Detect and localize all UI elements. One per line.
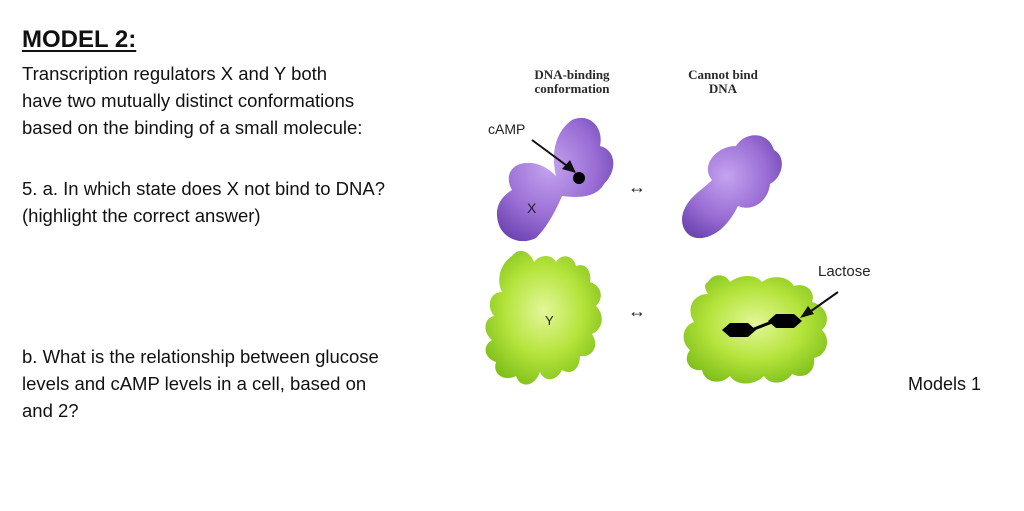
question-b-line: levels and cAMP levels in a cell, based … — [22, 373, 367, 394]
question-5a-line: (highlight the correct answer) — [22, 205, 261, 226]
question-b-line: and 2? — [22, 400, 79, 421]
lactose-label: Lactose — [818, 263, 871, 280]
camp-label: cAMP — [488, 121, 526, 137]
equilibrium-arrow-y: ↔ — [628, 301, 646, 321]
cannot-bind-header: Cannot bind DNA — [668, 68, 778, 96]
x-label: X — [527, 200, 537, 216]
lactose-ring-right — [768, 314, 802, 328]
question-b: b. What is the relationship between gluc… — [22, 343, 379, 424]
intro-paragraph: Transcription regulators X and Y both ha… — [22, 60, 362, 141]
lactose-pointer-arrowhead — [800, 306, 814, 318]
lactose-ring-left — [722, 323, 756, 337]
question-5a: 5. a. In which state does X not bind to … — [22, 175, 385, 229]
question-b-line: b. What is the relationship between gluc… — [22, 346, 379, 367]
intro-line: have two mutually distinct conformations — [22, 90, 355, 111]
regulator-y-bound-shape — [485, 250, 602, 385]
y-label: Y — [545, 313, 554, 328]
regulator-x-bound-shape — [496, 117, 614, 242]
models-side-note: Models 1 — [908, 374, 982, 394]
cannot-bind-header-line: DNA — [708, 81, 738, 96]
regulator-x-free-shape — [682, 135, 782, 239]
camp-pointer-arrowhead — [562, 160, 576, 173]
equilibrium-arrow-x: ↔ — [628, 177, 646, 197]
camp-molecule — [573, 172, 585, 184]
dna-binding-header: DNA-binding conformation — [512, 68, 632, 96]
model-title: MODEL 2: — [22, 26, 137, 53]
lactose-bond — [753, 320, 773, 331]
intro-line: based on the binding of a small molecule… — [22, 117, 363, 138]
dna-binding-header-line: conformation — [534, 81, 610, 96]
cannot-bind-header-line: Cannot bind — [688, 67, 758, 82]
dna-binding-header-line: DNA-binding — [534, 67, 610, 82]
question-5a-line: 5. a. In which state does X not bind to … — [22, 178, 386, 199]
intro-line: Transcription regulators X and Y both — [22, 63, 328, 84]
